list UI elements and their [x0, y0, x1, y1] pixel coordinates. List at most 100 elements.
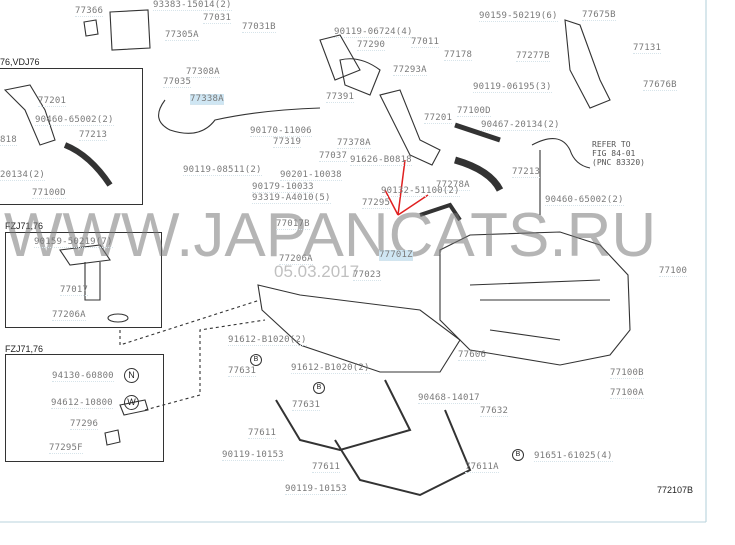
part-label[interactable]: 77037 [319, 151, 348, 162]
part-label[interactable]: 77631 [228, 366, 257, 377]
part-label[interactable]: 90179-10033 [252, 182, 314, 193]
part-label[interactable]: 77305A [165, 30, 199, 41]
part-label[interactable]: 93383-15014(2) [153, 0, 232, 11]
box-pipe-part [3, 84, 56, 146]
hose-77100d [454, 122, 501, 143]
part-label[interactable]: 77308A [186, 67, 220, 78]
part-label[interactable]: 77290 [357, 40, 386, 51]
variant-header-top: 76,VDJ76 [0, 57, 40, 67]
part-77293a [339, 58, 381, 96]
part-label[interactable]: 77295F [49, 443, 83, 454]
part-label[interactable]: 77676B [643, 80, 677, 91]
tank-ribs [469, 279, 610, 341]
variant-box-fzj-pump [5, 232, 162, 328]
variant-header-box2: FZJ71,76 [5, 344, 44, 354]
part-label[interactable]: 77178 [444, 50, 473, 61]
washer-symbol-icon: W [124, 395, 139, 410]
part-label[interactable]: 77611A [465, 462, 499, 473]
part-label[interactable]: 77031B [242, 22, 276, 33]
part-label[interactable]: 90170-11006 [250, 126, 312, 137]
bracket-77277b [564, 19, 611, 109]
part-label[interactable]: 91612-B1020(2) [228, 335, 307, 346]
gasket-77206a [107, 313, 129, 323]
part-label[interactable]: 77131 [633, 43, 662, 54]
part-label[interactable]: 77100 [659, 266, 688, 277]
part-label[interactable]: 77611 [248, 428, 277, 439]
part-label[interactable]: 90460-65002(2) [35, 115, 114, 126]
variant-box-top-left [0, 68, 143, 205]
part-label[interactable]: 90468-14017 [418, 393, 480, 404]
bolt-symbol-icon: B [250, 354, 262, 366]
part-label[interactable]: 818 [0, 135, 17, 146]
part-label-highlighted[interactable]: 77701Z [379, 250, 413, 261]
part-label[interactable]: 94612-10800 [51, 398, 113, 409]
bolt-symbol-icon: B [512, 449, 524, 461]
part-77366 [83, 19, 99, 37]
variant-header-box1: FZJ71,76 [5, 221, 44, 231]
fuel-pump-77017 [59, 244, 111, 301]
part-label[interactable]: 77366 [75, 6, 104, 17]
part-label[interactable]: 77031 [203, 13, 232, 24]
part-label-highlighted[interactable]: 77338A [190, 94, 224, 105]
part-label[interactable]: 77017B [276, 219, 310, 230]
part-label[interactable]: 77296 [70, 419, 99, 430]
box-hose-part [63, 142, 113, 187]
part-label[interactable]: 77293A [393, 65, 427, 76]
part-label[interactable]: 77606 [458, 350, 487, 361]
part-label[interactable]: 91651-61025(4) [534, 451, 613, 462]
part-label[interactable]: 77277B [516, 51, 550, 62]
filler-neck-part [319, 34, 361, 81]
part-label[interactable]: 77100D [457, 106, 491, 117]
part-label[interactable]: 91626-B0818 [350, 155, 412, 166]
part-label[interactable]: 20134(2) [0, 170, 45, 181]
part-label[interactable]: 91612-B1020(2) [291, 363, 370, 374]
part-label[interactable]: 77206A [279, 254, 313, 265]
part-label[interactable]: 90201-10038 [280, 170, 342, 181]
part-label[interactable]: 77611 [312, 462, 341, 473]
part-label[interactable]: 77391 [326, 92, 355, 103]
diagram-id: 772107B [657, 485, 694, 495]
part-label[interactable]: 77319 [273, 137, 302, 148]
part-label[interactable]: 77035 [163, 77, 192, 88]
sender-wire [531, 138, 591, 169]
part-label[interactable]: 77675B [582, 10, 616, 21]
part-label[interactable]: 77201 [38, 96, 67, 107]
protector-77606 [257, 284, 461, 373]
part-label[interactable]: 77201 [424, 113, 453, 124]
fuel-lid-part [109, 9, 151, 51]
part-label[interactable]: 77213 [79, 130, 108, 141]
filler-pipe-part [379, 89, 441, 166]
part-label[interactable]: 90132-51100(2) [381, 186, 460, 197]
fuel-tank-77100 [439, 231, 631, 366]
part-label[interactable]: 77295 [362, 198, 391, 209]
part-label[interactable]: 90119-06195(3) [473, 82, 552, 93]
part-label[interactable]: 90119-10153 [222, 450, 284, 461]
part-label[interactable]: 77213 [512, 167, 541, 178]
part-77295f [104, 429, 121, 446]
part-label[interactable]: 93319-A4010(5) [252, 193, 331, 204]
strap-77611-b [334, 409, 472, 497]
part-label[interactable]: 90467-20134(2) [481, 120, 560, 131]
part-label[interactable]: 77631 [292, 400, 321, 411]
part-label[interactable]: 90159-50219(6) [479, 11, 558, 22]
part-label[interactable]: 77100A [610, 388, 644, 399]
part-label[interactable]: 77017 [60, 285, 89, 296]
part-label[interactable]: 77100B [610, 368, 644, 379]
part-label[interactable]: 90159-50219(7) [34, 237, 113, 248]
part-label[interactable]: 77278A [436, 180, 470, 191]
part-label[interactable]: 90119-10153 [285, 484, 347, 495]
part-label[interactable]: 77011 [411, 37, 440, 48]
part-label[interactable]: 94130-60800 [52, 371, 114, 382]
part-label[interactable]: 77632 [480, 406, 509, 417]
part-label[interactable]: 90119-08511(2) [183, 165, 262, 176]
red-annotation-arrows [384, 159, 429, 216]
part-label[interactable]: 77023 [353, 270, 382, 281]
part-label[interactable]: 77378A [337, 138, 371, 149]
part-label[interactable]: 90119-06724(4) [334, 27, 413, 38]
part-label[interactable]: 77206A [52, 310, 86, 321]
part-label[interactable]: 90460-65002(2) [545, 195, 624, 206]
part-label[interactable]: 77100D [32, 188, 66, 199]
